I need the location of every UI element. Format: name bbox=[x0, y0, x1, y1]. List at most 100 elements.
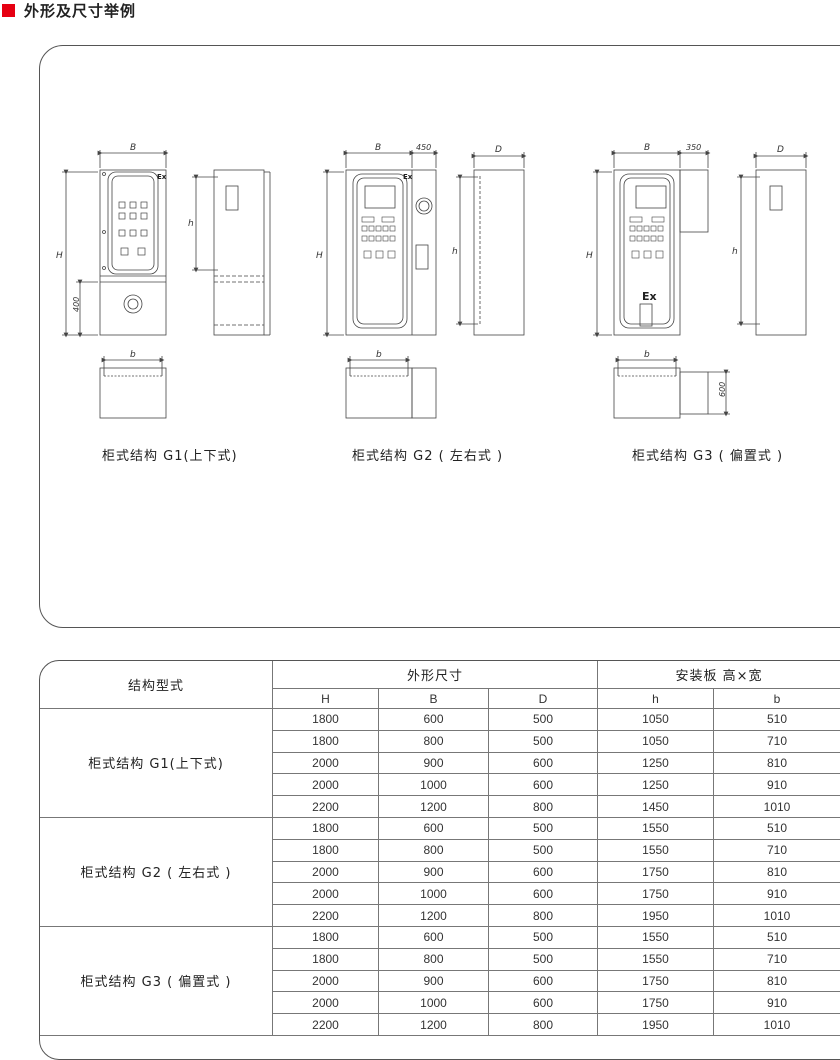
g3-warning-plate bbox=[640, 304, 652, 326]
g2-knob bbox=[416, 198, 432, 214]
g1-dim-b-label: B bbox=[130, 143, 136, 153]
table-cell: 910 bbox=[714, 883, 840, 905]
g2-dim-b-label: B bbox=[375, 143, 381, 153]
g3-dim-bsmall-label: b bbox=[644, 350, 650, 360]
col-header-outer: 外形尺寸 bbox=[273, 661, 598, 689]
g2-dim-h-label: H bbox=[316, 251, 323, 261]
g3-dim-b-label: B bbox=[644, 143, 650, 153]
table-cell: 900 bbox=[379, 752, 489, 774]
table-cell: 2200 bbox=[273, 1014, 379, 1036]
g3-top-body bbox=[614, 368, 680, 418]
cabinet-drawings: Ex B H 400 h b bbox=[0, 0, 840, 640]
g1-side-body bbox=[214, 170, 264, 335]
col-header-plate: 安装板 高×宽 bbox=[598, 661, 840, 689]
table-cell: 800 bbox=[489, 905, 598, 927]
g3-offset-box bbox=[680, 170, 708, 232]
g1-ex-label: Ex bbox=[157, 173, 167, 181]
group-name-cell: 柜式结构 G2 ( 左右式 ) bbox=[40, 817, 273, 926]
g1-dim-bsmall-label: b bbox=[130, 350, 136, 360]
table-cell: 2000 bbox=[273, 883, 379, 905]
g2-front-body bbox=[346, 170, 436, 335]
table-cell: 600 bbox=[489, 861, 598, 883]
g1-warning-plate bbox=[226, 186, 238, 210]
g3-side-body bbox=[756, 170, 806, 335]
table-cell: 1800 bbox=[273, 926, 379, 948]
table-cell: 1800 bbox=[273, 948, 379, 970]
table-cell: 1250 bbox=[598, 774, 714, 796]
g3-dim-hsmall-label: h bbox=[732, 247, 738, 257]
g3-dim-350-label: 350 bbox=[686, 143, 701, 152]
table-cell: 1800 bbox=[273, 817, 379, 839]
table-cell: 1800 bbox=[273, 709, 379, 731]
table-cell: 2000 bbox=[273, 992, 379, 1014]
table-cell: 800 bbox=[489, 796, 598, 818]
table-cell: 1750 bbox=[598, 883, 714, 905]
table-cell: 600 bbox=[489, 992, 598, 1014]
table-cell: 1550 bbox=[598, 839, 714, 861]
g1-upper-door bbox=[108, 172, 158, 274]
table-cell: 2000 bbox=[273, 752, 379, 774]
table-cell: 1000 bbox=[379, 992, 489, 1014]
table-cell: 1750 bbox=[598, 861, 714, 883]
g2-warning-plate bbox=[416, 245, 428, 269]
g1-dim-h-label: H bbox=[56, 251, 63, 261]
g2-dim-bsmall-label: b bbox=[376, 350, 382, 360]
table-cell: 2000 bbox=[273, 861, 379, 883]
g1-dim-400-label: 400 bbox=[72, 297, 81, 312]
sub-header-B: B bbox=[379, 689, 489, 709]
table-cell: 1950 bbox=[598, 1014, 714, 1036]
table-cell: 2200 bbox=[273, 796, 379, 818]
g3-drawing: Ex B 350 H D h b 600 bbox=[586, 143, 806, 418]
table-cell: 1800 bbox=[273, 839, 379, 861]
g1-dim-hsmall-label: h bbox=[188, 219, 194, 229]
table-cell: 910 bbox=[714, 774, 840, 796]
table-cell: 1800 bbox=[273, 730, 379, 752]
table-cell: 710 bbox=[714, 948, 840, 970]
g1-front-body bbox=[100, 170, 166, 335]
table-cell: 600 bbox=[489, 883, 598, 905]
table-cell: 2000 bbox=[273, 774, 379, 796]
caption-g3: 柜式结构 G3 ( 偏置式 ) bbox=[632, 445, 783, 464]
table-cell: 600 bbox=[379, 926, 489, 948]
table-cell: 1950 bbox=[598, 905, 714, 927]
table-cell: 1050 bbox=[598, 709, 714, 731]
table-cell: 600 bbox=[489, 970, 598, 992]
sub-header-h: h bbox=[598, 689, 714, 709]
g2-side-body bbox=[474, 170, 524, 335]
group-name-cell: 柜式结构 G1(上下式) bbox=[40, 709, 273, 818]
table-cell: 1550 bbox=[598, 926, 714, 948]
table-cell: 1200 bbox=[379, 1014, 489, 1036]
table-cell: 1000 bbox=[379, 883, 489, 905]
table-cell: 500 bbox=[489, 817, 598, 839]
table-cell: 1550 bbox=[598, 817, 714, 839]
group-name-cell: 柜式结构 G3 ( 偏置式 ) bbox=[40, 926, 273, 1035]
table-cell: 1000 bbox=[379, 774, 489, 796]
g1-top-body bbox=[100, 368, 166, 418]
table-cell: 600 bbox=[379, 817, 489, 839]
table-cell: 2200 bbox=[273, 905, 379, 927]
g3-ex-label: Ex bbox=[642, 290, 657, 303]
g3-screen bbox=[636, 186, 666, 208]
caption-g1: 柜式结构 G1(上下式) bbox=[102, 445, 238, 464]
col-header-type: 结构型式 bbox=[40, 661, 273, 709]
g2-dim-450-label: 450 bbox=[416, 143, 431, 152]
g2-screen bbox=[365, 186, 395, 208]
table-cell: 2000 bbox=[273, 970, 379, 992]
g2-dim-d-label: D bbox=[495, 145, 502, 155]
table-cell: 900 bbox=[379, 970, 489, 992]
table-cell: 500 bbox=[489, 839, 598, 861]
table-cell: 910 bbox=[714, 992, 840, 1014]
g2-top-body bbox=[346, 368, 412, 418]
table-cell: 500 bbox=[489, 709, 598, 731]
g3-dim-600-label: 600 bbox=[718, 382, 727, 397]
sub-header-H: H bbox=[273, 689, 379, 709]
table-cell: 1750 bbox=[598, 992, 714, 1014]
g3-dim-h-label: H bbox=[586, 251, 593, 261]
table-cell: 500 bbox=[489, 730, 598, 752]
g2-drawing: Ex B 450 H D h b bbox=[316, 143, 524, 418]
g2-ex-label: Ex bbox=[403, 173, 413, 181]
table-cell: 1200 bbox=[379, 905, 489, 927]
table-cell: 800 bbox=[489, 1014, 598, 1036]
